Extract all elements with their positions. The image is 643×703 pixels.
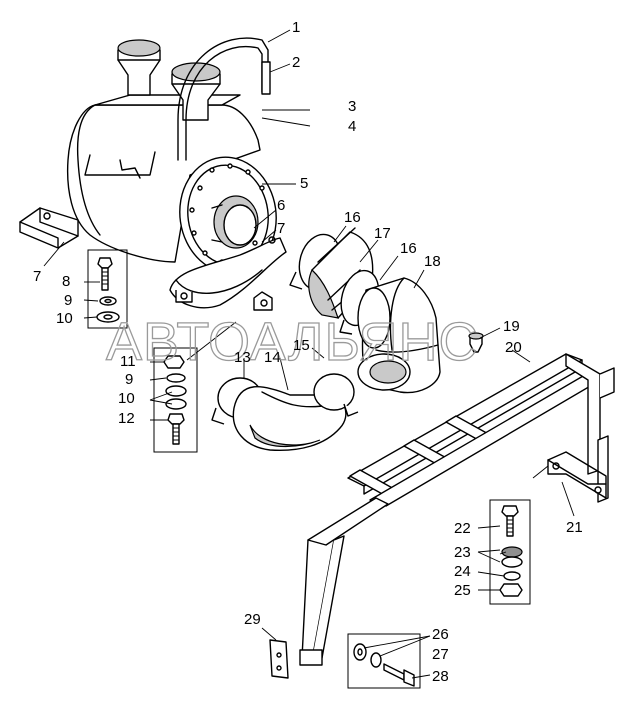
fastener-stack-11-12 <box>153 347 198 453</box>
callout-5: 5 <box>300 175 308 192</box>
callout-21: 21 <box>566 519 583 536</box>
callout-15: 15 <box>293 337 310 354</box>
callout-16a: 16 <box>344 209 361 226</box>
callout-17: 17 <box>374 225 391 242</box>
callout-3: 3 <box>348 98 356 115</box>
callout-labels: 1 2 3 4 5 6 7 7 8 9 10 11 9 10 12 13 14 … <box>33 19 583 685</box>
air-filter-housing <box>66 94 277 274</box>
callout-16b: 16 <box>400 240 417 257</box>
callout-23: 23 <box>454 544 471 561</box>
callout-4: 4 <box>348 118 356 135</box>
callout-20: 20 <box>505 339 522 356</box>
callout-29: 29 <box>244 611 261 628</box>
callout-9b: 9 <box>125 371 133 388</box>
callout-12: 12 <box>118 410 135 427</box>
callout-7a: 7 <box>33 268 41 285</box>
callout-24: 24 <box>454 563 471 580</box>
callout-13: 13 <box>234 349 251 366</box>
callout-22: 22 <box>454 520 471 537</box>
callout-26: 26 <box>432 626 449 643</box>
sensor <box>468 332 484 353</box>
callout-27: 27 <box>432 646 449 663</box>
callout-19: 19 <box>503 318 520 335</box>
mounting-strap <box>177 37 271 161</box>
elbow-fitting <box>357 277 441 394</box>
fastener-stack-26-28 <box>347 633 421 689</box>
callout-10a: 10 <box>56 310 73 327</box>
callout-18: 18 <box>424 253 441 270</box>
callout-11: 11 <box>120 353 136 370</box>
callout-25: 25 <box>454 582 471 599</box>
watermark: АВТОАЛЬЯНС <box>106 312 478 372</box>
left-support-bracket <box>19 207 79 249</box>
callout-8: 8 <box>62 273 70 290</box>
frame-bracket <box>547 451 607 499</box>
callout-1: 1 <box>292 19 300 36</box>
mounting-plate <box>269 639 289 679</box>
callout-6: 6 <box>277 197 285 214</box>
lower-elbow-hose <box>211 373 359 452</box>
callout-7b: 7 <box>277 220 285 237</box>
leader-lines <box>43 29 575 657</box>
callout-28: 28 <box>432 668 449 685</box>
stack-leaders <box>83 281 505 679</box>
callout-9a: 9 <box>64 292 72 309</box>
callout-14: 14 <box>264 349 281 366</box>
saddle-bracket <box>169 236 287 311</box>
callout-2: 2 <box>292 54 300 71</box>
fastener-stack-22-25 <box>489 499 531 605</box>
fastener-stack-8-10 <box>87 249 128 329</box>
callout-10b: 10 <box>118 390 135 407</box>
